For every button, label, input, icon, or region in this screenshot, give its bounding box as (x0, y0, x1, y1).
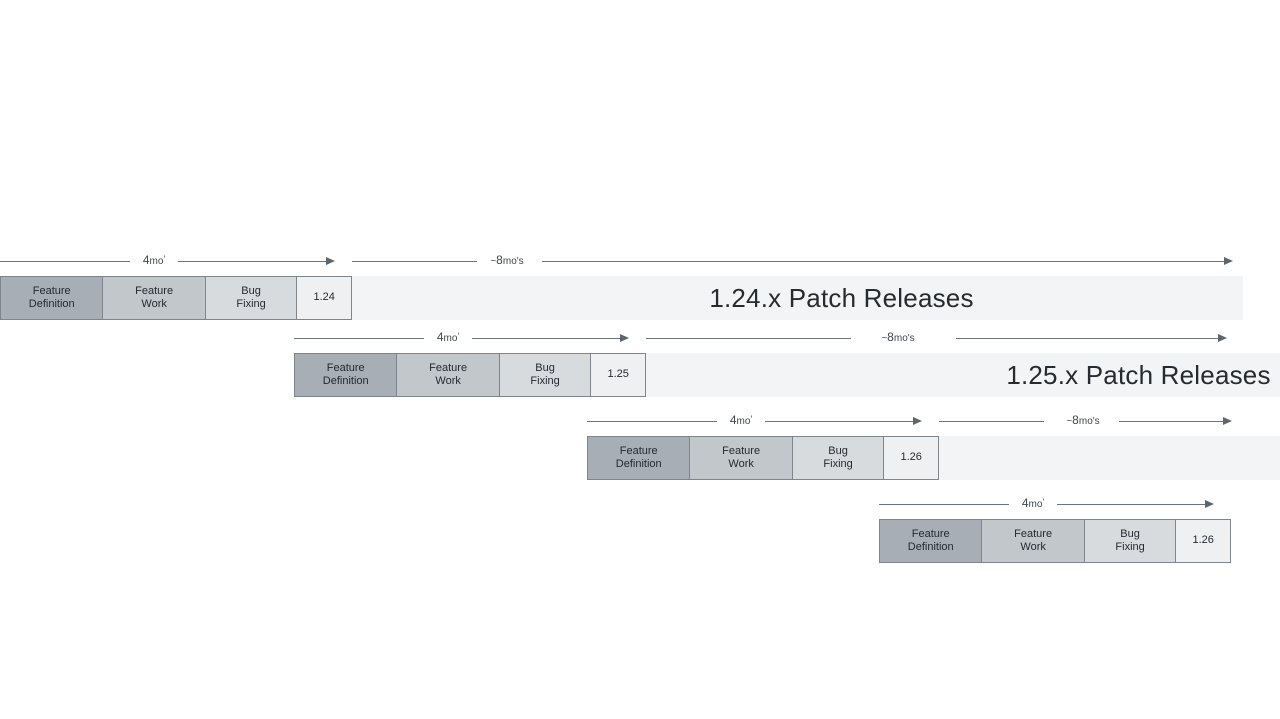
phase-label-line2: Work (141, 298, 167, 310)
phase-feature-definition-125: Feature Definition (295, 354, 398, 396)
version-label: 1.25 (607, 368, 629, 381)
phase-label-line1: Bug (535, 361, 555, 374)
phase-label-line1: Feature (135, 284, 174, 297)
phase-feature-work-125: Feature Work (397, 354, 500, 396)
dev-duration-label-126: 4mo' (729, 413, 753, 427)
phase-feature-definition-127: Feature Definition (880, 520, 983, 562)
phase-bug-fixing-125: Bug Fixing (499, 354, 592, 396)
phase-feature-definition-126: Feature Definition (588, 437, 691, 479)
dev-duration-arrow-126: 4mo' (587, 412, 927, 432)
phase-label-line2: Work (1020, 541, 1046, 553)
phase-label-line2: Definition (907, 541, 954, 553)
phase-feature-work-124: Feature Work (103, 277, 206, 319)
dev-duration-arrow-127: 4mo' (879, 495, 1219, 515)
phase-label-line2: Definition (322, 375, 369, 387)
patch-duration-label-126: ~8mo's (1066, 413, 1100, 427)
patch-duration-arrow-126: ~8mo's (939, 412, 1237, 432)
phase-version-126: 1.26 (884, 437, 939, 479)
phase-bug-fixing-127: Bug Fixing (1084, 520, 1177, 562)
phase-feature-work-126: Feature Work (690, 437, 793, 479)
phase-label-line1: Feature (429, 361, 468, 374)
phase-boxes-124: Feature Definition Feature Work Bug Fixi… (0, 276, 352, 320)
phase-label-line1: Bug (1120, 527, 1140, 540)
dev-duration-label-127: 4mo' (1021, 496, 1045, 510)
phase-label-line2: Fixing (1115, 541, 1145, 553)
phase-label-line2: Definition (615, 458, 662, 470)
phase-version-125: 1.25 (591, 354, 646, 396)
patch-duration-label-124: ~8mo's (490, 253, 524, 267)
patch-duration-label-125: ~8mo's (881, 330, 915, 344)
dev-duration-arrow-124: 4mo' (0, 252, 1237, 272)
phase-label-line1: Feature (619, 444, 658, 457)
phase-bug-fixing-124: Bug Fixing (205, 277, 298, 319)
phase-label-line1: Bug (828, 444, 848, 457)
phase-label-line1: Feature (1014, 527, 1053, 540)
phase-label-line2: Fixing (530, 375, 560, 387)
version-label: 1.26 (1192, 534, 1214, 547)
version-label: 1.26 (900, 451, 922, 464)
phase-boxes-126: Feature Definition Feature Work Bug Fixi… (587, 436, 939, 480)
phase-label-line1: Feature (32, 284, 71, 297)
phase-bug-fixing-126: Bug Fixing (792, 437, 885, 479)
dev-duration-label-124: 4mo' (142, 253, 166, 267)
phase-label-line2: Work (728, 458, 754, 470)
phase-feature-definition-124: Feature Definition (1, 277, 104, 319)
phase-label-line1: Bug (241, 284, 261, 297)
phase-feature-work-127: Feature Work (982, 520, 1085, 562)
phase-label-line1: Feature (911, 527, 950, 540)
version-label: 1.24 (313, 291, 335, 304)
patch-release-label-124: 1.24.x Patch Releases (709, 282, 974, 313)
phase-version-124: 1.24 (297, 277, 352, 319)
phase-label-line1: Feature (722, 444, 761, 457)
patch-release-label-125: 1.25.x Patch Releases (1006, 359, 1271, 390)
phase-label-line2: Definition (28, 298, 75, 310)
dev-duration-label-125: 4mo' (436, 330, 460, 344)
phase-boxes-127: Feature Definition Feature Work Bug Fixi… (879, 519, 1231, 563)
patch-duration-arrow-124: ~8mo's (352, 252, 1237, 272)
phase-version-127: 1.26 (1176, 520, 1231, 562)
phase-label-line2: Work (435, 375, 461, 387)
phase-label-line1: Feature (326, 361, 365, 374)
patch-duration-arrow-125: ~8mo's (646, 329, 1237, 349)
phase-label-line2: Fixing (236, 298, 266, 310)
phase-boxes-125: Feature Definition Feature Work Bug Fixi… (294, 353, 646, 397)
phase-label-line2: Fixing (823, 458, 853, 470)
dev-duration-arrow-125: 4mo' (294, 329, 634, 349)
